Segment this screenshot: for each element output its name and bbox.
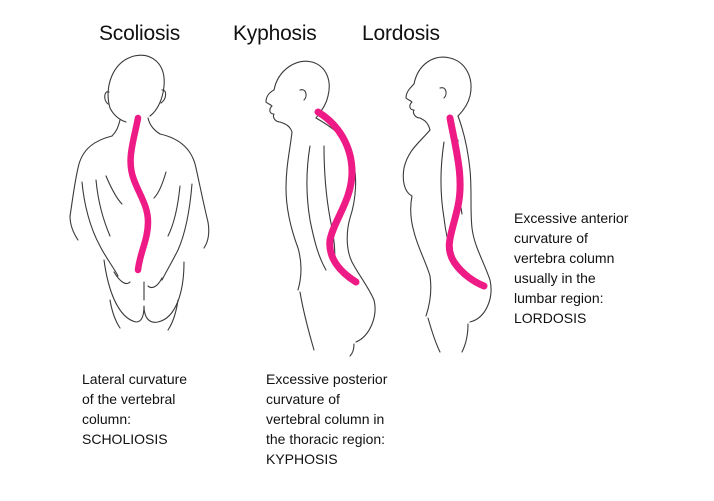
scoliosis-legs [109,299,179,331]
scoliosis-head [107,54,165,123]
scoliosis-arm-right [161,183,193,281]
lordosis-front [402,129,432,317]
scoliosis-torso-right [159,133,210,249]
scoliosis-hands [113,271,163,289]
kyphosis-head [265,60,330,133]
kyphosis-caption-line: Excessive posterior [266,371,388,387]
kyphosis-arm [306,145,336,271]
scoliosis-figure [69,54,210,331]
scoliosis-caption-line: of the vertebral [82,391,176,407]
scoliosis-caption-line: SCHOLIOSIS [82,431,168,447]
lordosis-caption-line: LORDOSIS [514,310,587,326]
kyphosis-leg [299,291,355,357]
kyphosis-caption-line: vertebral column in [266,411,385,427]
scoliosis-caption-line: Lateral curvature [82,371,188,387]
lordosis-caption-line: lumbar region: [514,290,604,306]
scoliosis-title: Scoliosis [99,22,181,45]
kyphosis-caption-line: KYPHOSIS [266,451,338,467]
scoliosis-ear-right [160,89,167,104]
lordosis-caption-line: curvature of [514,230,588,246]
kyphosis-front [285,131,302,291]
lordosis-caption: Excessive anterior curvature of vertebra… [514,208,628,328]
lordosis-leg [427,317,469,353]
lordosis-head [405,56,472,131]
kyphosis-ear [299,89,307,101]
kyphosis-caption-line: curvature of [266,391,340,407]
scoliosis-ear-left [104,91,110,105]
lordosis-spine [445,114,488,290]
kyphosis-caption-line: the thoracic region: [266,431,386,447]
scoliosis-torso-left [69,135,113,241]
scoliosis-caption-line: column: [82,411,132,427]
lordosis-caption-line: Excessive anterior [514,210,629,226]
scoliosis-buttocks [103,259,185,323]
kyphosis-title: Kyphosis [233,22,317,45]
lordosis-title: Lordosis [362,22,440,45]
scoliosis-arm-left [81,179,119,277]
lordosis-ear [439,87,447,99]
lordosis-figure [402,56,492,353]
scoliosis-shoulder-blades [105,171,167,205]
lordosis-caption-line: vertebra column [514,250,615,266]
scoliosis-caption: Lateral curvature of the vertebral colum… [82,369,187,449]
kyphosis-caption: Excessive posterior curvature of vertebr… [266,369,387,469]
kyphosis-figure [265,60,376,357]
kyphosis-spine [314,108,360,286]
lordosis-back [457,115,492,323]
scoliosis-neck [111,117,161,137]
scoliosis-spine [127,114,152,274]
lordosis-caption-line: usually in the [514,270,596,286]
